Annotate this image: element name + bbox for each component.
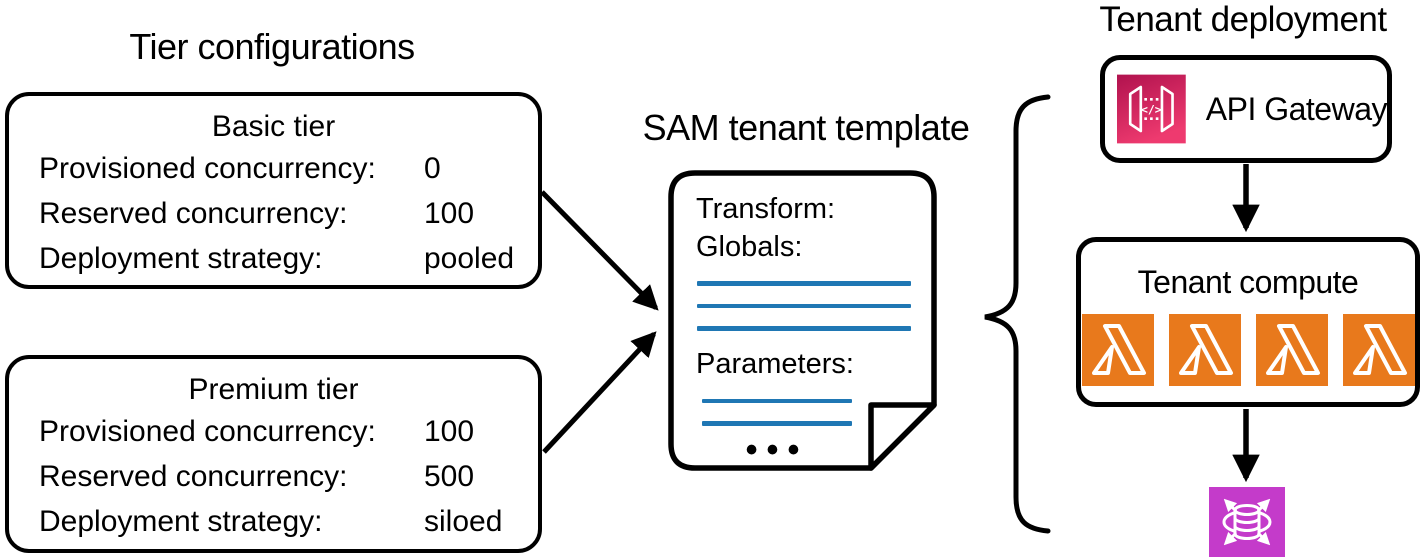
yaml-line — [697, 326, 911, 331]
scalable-database-icon — [1209, 487, 1285, 557]
tier-name: Premium tier — [188, 373, 359, 406]
ellipsis-dots: ••• — [745, 430, 809, 469]
grouping-brace — [984, 94, 1051, 534]
yaml-key: Parameters: — [696, 347, 854, 380]
config-row: Deployment strategy: pooled — [39, 236, 518, 281]
config-label: Deployment strategy: — [39, 242, 323, 275]
lambda-icon — [1081, 314, 1154, 386]
yaml-line — [702, 398, 852, 403]
config-row: Provisioned concurrency: 100 — [39, 409, 518, 454]
config-label: Deployment strategy: — [39, 505, 323, 538]
api-gateway-box: </> API Gateway — [1100, 55, 1392, 163]
document-page-icon — [668, 170, 937, 471]
config-row: Reserved concurrency: 100 — [39, 191, 518, 236]
arrow-basic-to-template — [540, 190, 659, 311]
config-value: 0 — [424, 152, 441, 185]
config-label: Provisioned concurrency: — [39, 152, 376, 185]
svg-text:</>: </> — [1141, 102, 1162, 116]
arrow-premium-to-template — [542, 331, 657, 454]
config-value: pooled — [424, 242, 515, 275]
config-row: Deployment strategy: siloed — [39, 499, 518, 544]
config-row: Provisioned concurrency: 0 — [39, 146, 518, 191]
lambda-icon — [1342, 314, 1415, 386]
config-row: Reserved concurrency: 500 — [39, 454, 518, 499]
tier-config-rows: Provisioned concurrency: 100 Reserved con… — [9, 409, 538, 544]
api-gateway-label: API Gateway — [1205, 90, 1388, 127]
lambda-function-row — [1081, 314, 1415, 386]
config-value: 100 — [424, 415, 475, 448]
basic-tier-box: Basic tier Provisioned concurrency: 0 Res… — [5, 92, 542, 289]
yaml-line — [697, 281, 911, 286]
yaml-key: Transform: — [696, 193, 836, 225]
yaml-key: Globals: — [696, 231, 803, 263]
config-value: 500 — [424, 460, 475, 493]
config-label: Reserved concurrency: — [39, 197, 348, 230]
sam-template-title: SAM tenant template — [642, 107, 970, 148]
yaml-line — [702, 421, 852, 426]
folded-corner — [868, 402, 937, 471]
config-label: Provisioned concurrency: — [39, 415, 376, 448]
tenant-deployment-title: Tenant deployment — [1099, 0, 1387, 39]
config-label: Reserved concurrency: — [39, 460, 348, 493]
config-value: siloed — [424, 505, 503, 538]
sam-template-document: Transform: Globals: Parameters: ••• — [668, 170, 940, 472]
tier-name: Basic tier — [211, 110, 336, 143]
tier-configurations-title: Tier configurations — [129, 26, 415, 67]
api-gateway-icon: </> — [1117, 74, 1186, 144]
yaml-line — [697, 303, 911, 308]
document-content: Transform: Globals: Parameters: ••• — [668, 170, 940, 472]
config-value: 100 — [424, 197, 475, 230]
tier-config-rows: Provisioned concurrency: 0 Reserved concu… — [9, 146, 538, 281]
premium-tier-box: Premium tier Provisioned concurrency: 100… — [5, 355, 542, 553]
tenant-compute-label: Tenant compute — [1137, 264, 1359, 300]
tenant-compute-box: Tenant compute — [1076, 237, 1420, 407]
lambda-icon — [1255, 314, 1328, 386]
lambda-icon — [1168, 314, 1241, 386]
